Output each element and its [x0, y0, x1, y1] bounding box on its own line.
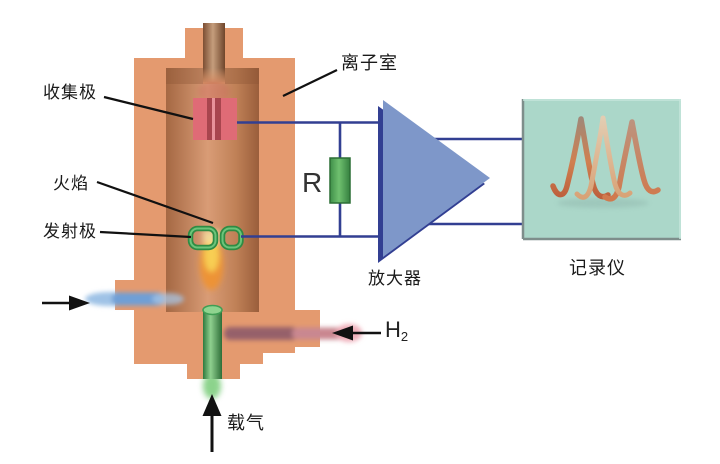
hydrogen-symbol: H — [385, 317, 401, 342]
chromatogram-peaks — [550, 115, 661, 208]
chimney-tube — [203, 23, 225, 82]
emitter-electrode-label: 发射极 — [43, 222, 97, 241]
ion-chamber-label: 离子室 — [341, 53, 398, 73]
carrier-gas-arrow — [202, 394, 222, 452]
jet-tube-cap — [202, 304, 223, 316]
collector-glow — [198, 81, 230, 103]
resistor-label: R — [302, 167, 323, 198]
hydrogen-subscript: 2 — [400, 329, 409, 344]
emitter-pointer-line — [99, 230, 192, 239]
recorder-label: 记录仪 — [569, 258, 626, 278]
h2-inlet-arrow — [332, 325, 381, 341]
collector-electrode-label: 收集极 — [43, 83, 97, 102]
flame-pointer-line — [96, 180, 214, 225]
chimney-tube-fade — [203, 68, 225, 84]
collector-electrode — [193, 98, 237, 140]
carrier-gas-label: 载气 — [227, 413, 265, 433]
collector-pointer-line — [103, 95, 194, 121]
resistor-component — [329, 157, 351, 204]
ion-chamber-pointer-line — [282, 69, 338, 97]
jet-tube — [203, 308, 222, 379]
flame-label: 火焰 — [53, 174, 89, 193]
amplifier-label: 放大器 — [368, 269, 422, 288]
amplifier-triangle — [383, 100, 490, 257]
hydrogen-label: H2 — [385, 317, 409, 344]
label-pointer-lines — [96, 69, 338, 239]
air-stream — [85, 292, 184, 306]
carrier-gas-glow — [203, 373, 221, 399]
air-inlet-arrow — [42, 295, 90, 311]
